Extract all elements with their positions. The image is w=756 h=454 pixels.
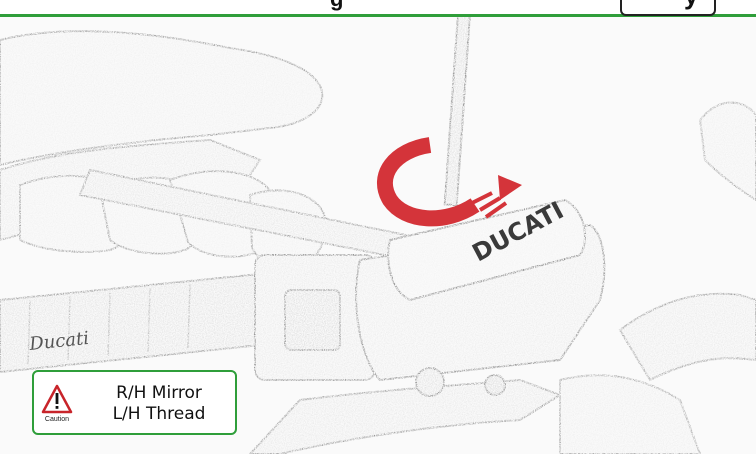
caution-text: R/H Mirror L/H Thread — [84, 383, 234, 425]
caution-icon-label: Caution — [37, 416, 77, 423]
caution-line-2: L/H Thread — [84, 404, 234, 425]
caution-line-1: R/H Mirror — [84, 383, 234, 404]
step-badge-label: y — [684, 0, 698, 11]
header-title: g — [330, 0, 343, 12]
caution-box: Caution R/H Mirror L/H Thread — [32, 370, 237, 435]
step-badge: y — [620, 0, 716, 16]
